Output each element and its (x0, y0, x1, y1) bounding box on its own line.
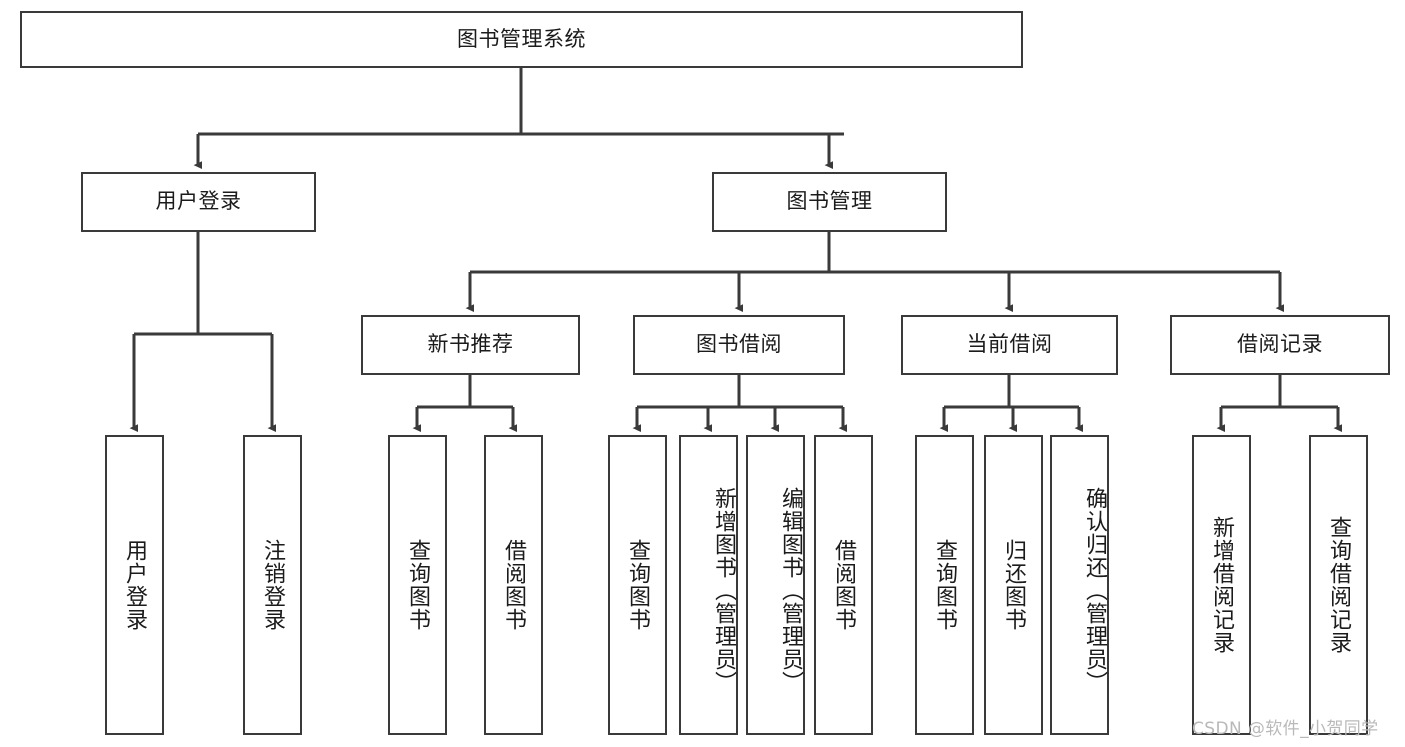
node-label: 用户登录 (122, 539, 148, 631)
leaf-query-books-new-book[interactable]: 查询图书 (388, 435, 447, 735)
node-label: 归还图书 (1001, 539, 1027, 631)
node-root-book-management-system[interactable]: 图书管理系统 (20, 11, 1023, 68)
node-label: 注销登录 (260, 539, 286, 631)
leaf-query-books-current[interactable]: 查询图书 (915, 435, 974, 735)
leaf-confirm-return-admin[interactable]: 确认归还（管理员） (1050, 435, 1109, 735)
node-new-book-recommendation[interactable]: 新书推荐 (361, 315, 580, 375)
node-label: 图书借阅 (696, 332, 782, 357)
leaf-user-login[interactable]: 用户登录 (105, 435, 164, 735)
node-label: 借阅记录 (1237, 332, 1323, 357)
node-label: 借阅图书 (831, 539, 857, 631)
node-label: 图书管理系统 (457, 26, 586, 51)
node-label: 查询图书 (932, 539, 958, 631)
node-label: 查询图书 (625, 539, 651, 631)
leaf-add-borrowing-record[interactable]: 新增借阅记录 (1192, 435, 1251, 735)
node-label: 新书推荐 (427, 332, 514, 357)
node-label: 图书管理 (786, 189, 873, 214)
node-label: 新增借阅记录 (1209, 516, 1235, 654)
node-book-borrowing[interactable]: 图书借阅 (633, 315, 845, 375)
node-label: 新增图书（管理员） (711, 486, 736, 694)
node-label: 查询图书 (405, 539, 431, 631)
leaf-logout[interactable]: 注销登录 (243, 435, 302, 735)
node-label: 编辑图书（管理员） (778, 486, 803, 694)
leaf-query-books-borrowing[interactable]: 查询图书 (608, 435, 667, 735)
node-label: 确认归还（管理员） (1082, 486, 1107, 694)
leaf-borrow-books-new-book[interactable]: 借阅图书 (484, 435, 543, 735)
node-book-management[interactable]: 图书管理 (712, 172, 947, 232)
node-label: 借阅图书 (501, 539, 527, 631)
leaf-edit-book-admin[interactable]: 编辑图书（管理员） (746, 435, 805, 735)
node-label: 用户登录 (155, 189, 242, 214)
node-current-borrowing[interactable]: 当前借阅 (901, 315, 1118, 375)
leaf-add-book-admin[interactable]: 新增图书（管理员） (679, 435, 738, 735)
node-borrowing-records[interactable]: 借阅记录 (1170, 315, 1390, 375)
node-label: 当前借阅 (966, 332, 1053, 357)
csdn-watermark: CSDN @软件_小贺同学 (1192, 719, 1379, 739)
leaf-query-borrowing-record[interactable]: 查询借阅记录 (1309, 435, 1368, 735)
leaf-return-books[interactable]: 归还图书 (984, 435, 1043, 735)
node-label: 查询借阅记录 (1326, 516, 1352, 654)
leaf-borrow-books-borrowing[interactable]: 借阅图书 (814, 435, 873, 735)
node-user-login[interactable]: 用户登录 (81, 172, 316, 232)
